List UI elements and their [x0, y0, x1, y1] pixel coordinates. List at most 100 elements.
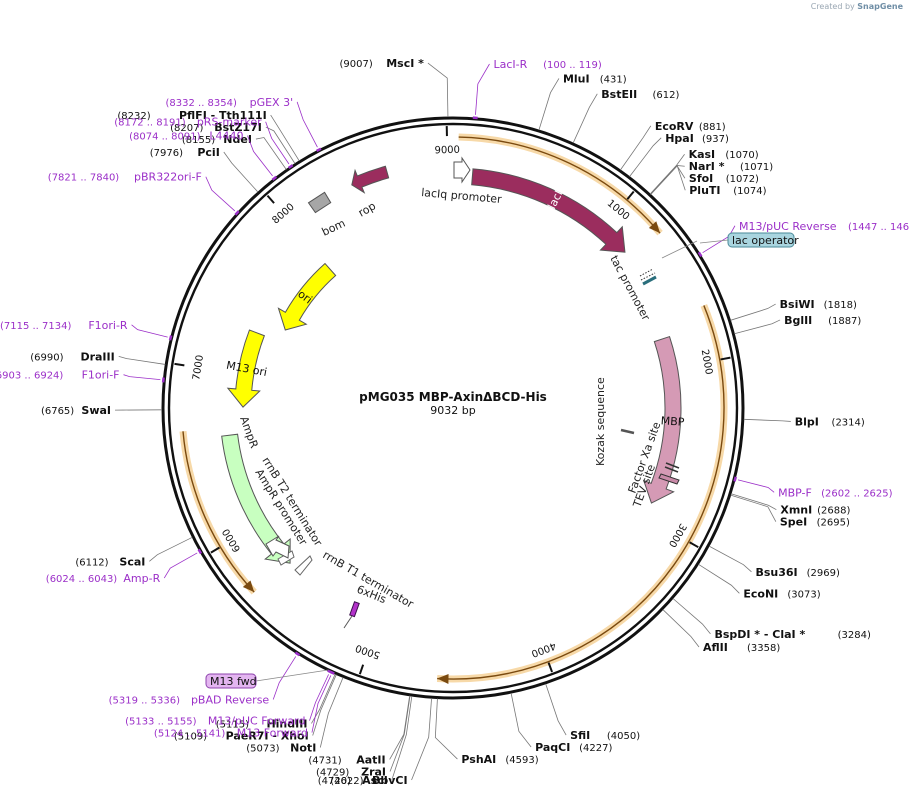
site-name: PshAI	[461, 753, 496, 766]
feature-label-mbp: MBP	[660, 414, 685, 429]
site-name: AscI	[362, 774, 388, 787]
tick-mark-6000	[210, 546, 220, 554]
credit-brand: SnapGene	[857, 2, 903, 11]
tick-label-2000: 2000	[699, 349, 714, 376]
tick-label-5000: 5000	[354, 642, 382, 661]
site-leader-line	[730, 493, 777, 511]
feature-mbp	[642, 335, 682, 504]
site-name: MluI	[563, 72, 590, 85]
site-position: (2314)	[832, 417, 865, 428]
lac-operator-box: lac operator	[699, 232, 799, 248]
primer-range: (5319 .. 5336)	[109, 696, 181, 707]
rrnb-t1-terminator-label: rrnB T1 terminator	[321, 548, 417, 611]
snapgene-credit: Created by SnapGene	[811, 2, 903, 11]
primer-leader-line	[272, 656, 297, 700]
site-leader-line	[510, 693, 532, 748]
site-leader-line	[743, 418, 791, 422]
primer-leader-line	[123, 374, 161, 381]
orf-arrowhead-1	[437, 673, 449, 684]
primer-name: pBAD Reverse	[191, 694, 269, 707]
site-ndei: NdeI(8155)	[182, 133, 287, 170]
site-name: HindIII	[266, 717, 307, 730]
site-position: (5115)	[216, 719, 249, 730]
feature-bom	[307, 191, 332, 214]
primer-range: (8172 .. 8191)	[114, 118, 186, 129]
site-leader-line	[629, 137, 662, 177]
primer-mark	[697, 251, 703, 258]
site-leader-line	[650, 164, 686, 195]
tev-site-glyph	[658, 473, 680, 485]
orf-band-1	[436, 304, 728, 683]
site-leader-line	[545, 683, 567, 736]
tick-mark-7000	[174, 362, 185, 367]
site-position: (6990)	[30, 352, 63, 363]
site-position: (3073)	[787, 589, 820, 600]
bom-label: bom	[320, 217, 348, 239]
site-name: PciI	[197, 146, 219, 159]
site-position: (4227)	[579, 743, 612, 754]
site-leader-line	[662, 609, 700, 648]
primer-name: M13/pUC Reverse	[739, 220, 837, 233]
site-xmni: XmnI(2688)	[730, 493, 850, 517]
feature-ori	[277, 262, 337, 331]
site-position: (4050)	[607, 731, 640, 742]
ampr-label: AmpR	[237, 415, 261, 451]
site-pflfi-tth111i: PflFI - Tth111I(8232)	[117, 109, 300, 162]
site-position: (6765)	[41, 406, 74, 417]
primer-range: (6903 .. 6924)	[0, 371, 63, 382]
site-position: (1071)	[740, 162, 773, 173]
lac-operator-label: lac operator	[732, 234, 799, 247]
primer-f1ori-r: F1ori-R(7115 .. 7134)	[0, 319, 173, 341]
primer-name: F1ori-F	[82, 369, 120, 382]
primer-leader-line	[309, 674, 329, 721]
site-position: (1887)	[828, 316, 861, 327]
primer-range: (2602 .. 2625)	[821, 488, 893, 499]
site-position: (4622)	[330, 776, 363, 787]
site-leader-line	[730, 303, 776, 321]
primer-leader-line	[265, 121, 290, 165]
site-position: (8207)	[170, 123, 203, 134]
site-name: DraIII	[80, 350, 114, 363]
site-position: (3284)	[838, 630, 871, 641]
tick-mark-8000	[266, 194, 275, 204]
site-bsu36i: Bsu36I(2969)	[708, 545, 840, 579]
site-pcii: PciI(7976)	[150, 146, 259, 193]
primer-mark	[234, 210, 240, 216]
tick-label-9000: 9000	[434, 145, 460, 157]
site-scai: ScaI(6112)	[75, 536, 193, 568]
primer-pgex-3: pGEX 3'(8332 .. 8354)	[165, 96, 322, 153]
primer-range: (8332 .. 8354)	[165, 98, 237, 109]
m13-fwd-box: M13 fwd	[205, 669, 329, 689]
primer-leader-line	[247, 135, 273, 177]
primer-name: F1ori-R	[88, 319, 128, 332]
site-mlui: MluI(431)	[538, 72, 627, 131]
site-name: Bsu36I	[755, 566, 797, 579]
site-name: PflFI - Tth111I	[179, 109, 267, 122]
site-name: BbvCI	[372, 774, 408, 787]
site-econi: EcoNI(3073)	[698, 563, 821, 600]
orf-line-2	[182, 431, 255, 593]
primer-range: (100 .. 119)	[543, 60, 602, 71]
site-name: ScaI	[119, 555, 145, 568]
site-leader-line	[572, 93, 598, 144]
primer-name: LacI-R	[493, 58, 527, 71]
kozak-sequence-glyph	[620, 428, 635, 435]
site-position: (1072)	[726, 174, 759, 185]
site-leader-line	[734, 319, 781, 335]
site-name: MscI *	[386, 57, 424, 70]
site-name: SfoI	[689, 172, 713, 185]
primer-leader-line	[296, 101, 318, 148]
site-leader-line	[620, 125, 652, 171]
rop-label: rop	[356, 199, 378, 219]
site-leader-line	[311, 673, 336, 724]
site-bsteii: BstEII(612)	[572, 88, 679, 144]
site-name: PluTI	[689, 184, 720, 197]
orf-arrowhead-0	[648, 221, 661, 234]
primer-m13-forward: M13 Forward(5124 .. 5141)	[154, 670, 335, 740]
tick-mark-1000	[626, 190, 635, 200]
primer-name: M13/pUC Forward	[208, 715, 306, 728]
site-hindiii: HindIII (5115)	[216, 673, 336, 730]
site-position: (4729)	[316, 767, 349, 778]
feature-laci	[471, 168, 626, 253]
tick-label-4000: 4000	[530, 639, 558, 658]
